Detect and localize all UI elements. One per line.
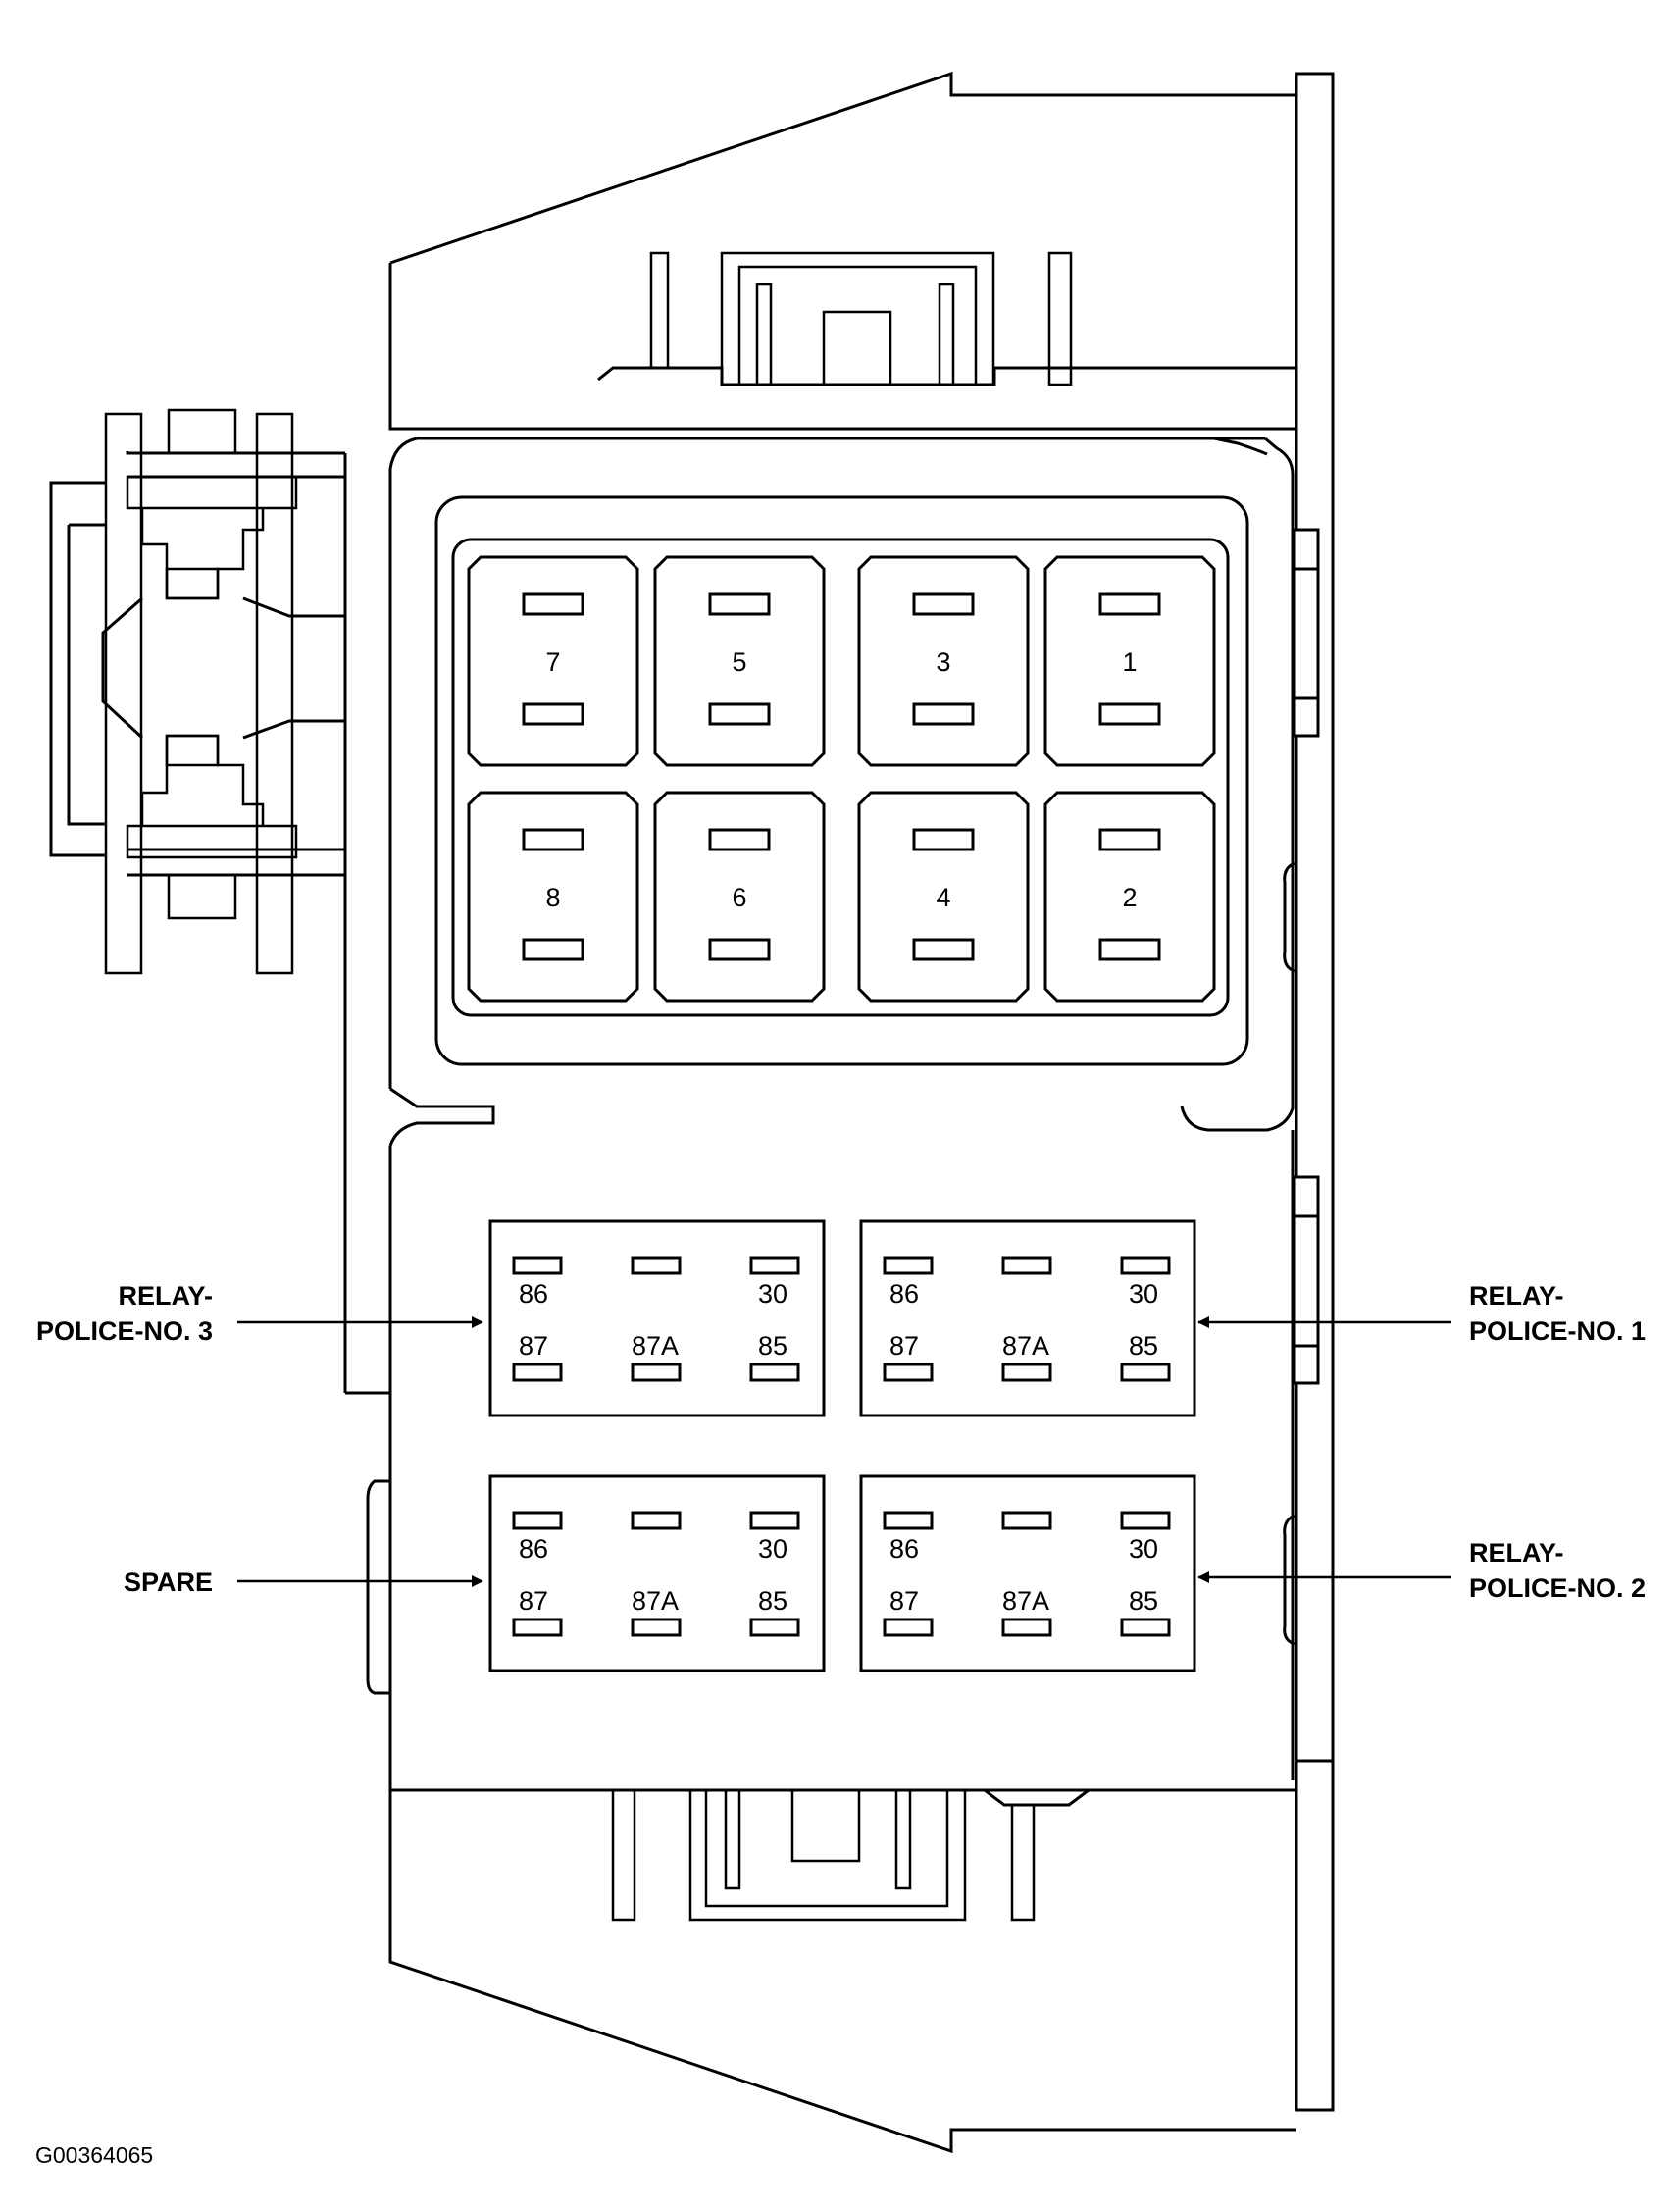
relay-pin-label: 87A [632,1586,679,1616]
fuse-terminal-slot [1098,592,1161,616]
fuse-number-label: 1 [1122,647,1137,677]
relay-pin-label: 85 [1129,1586,1158,1616]
callout-relay-police-3-line2: POLICE-NO. 3 [36,1316,213,1346]
fuse-cavity-4: 4 [857,791,1030,1003]
fuse-cavity-8: 8 [467,791,639,1003]
relay-terminal-slot [883,1511,934,1530]
callout-spare: SPARE [124,1568,483,1597]
fuse-cavity-2: 2 [1043,791,1216,1003]
fuse-cavity-6: 6 [653,791,826,1003]
fuse-cavity-5: 5 [653,555,826,767]
callout-relay-police-3: RELAY- POLICE-NO. 3 [36,1281,483,1346]
fuse-terminal-slot [1098,702,1161,726]
relay-terminal-slot [1001,1256,1052,1275]
fuse-cavity-1: 1 [1043,555,1216,767]
relay-terminal-slot [1001,1363,1052,1382]
fuse-number-label: 2 [1122,883,1137,912]
relay-pin-label: 86 [519,1534,548,1564]
fuse-number-label: 8 [545,883,560,912]
relay-terminal-slot [1120,1363,1171,1382]
upper-housing [388,71,1335,2083]
relay-socket-police-no-3: 86 30 87 87A 85 [488,1219,826,1417]
callout-relay-police-1-line1: RELAY- [1469,1281,1564,1311]
callout-relay-police-2-line2: POLICE-NO. 2 [1469,1573,1646,1603]
relay-pin-label: 30 [758,1534,787,1564]
fuse-number-label: 5 [732,647,746,677]
fuse-terminal-slot [912,702,975,726]
left-clip-assembly [49,408,345,975]
fuse-block: 7 5 3 1 8 6 4 2 [434,495,1249,1066]
relay-pin-label: 87 [889,1586,919,1616]
relay-terminal-slot [749,1511,800,1530]
relay-pin-label: 85 [758,1331,787,1361]
relay-socket-spare: 86 30 87 87A 85 [488,1474,826,1672]
callout-relay-police-1: RELAY- POLICE-NO. 1 [1197,1281,1646,1346]
relay-terminal-slot [1001,1511,1052,1530]
fuse-terminal-slot [522,592,584,616]
relay-socket-police-no-1: 86 30 87 87A 85 [859,1219,1196,1417]
relay-pin-label: 86 [889,1279,919,1309]
relay-terminal-slot [631,1256,682,1275]
relay-terminal-slot [512,1511,563,1530]
relay-pin-label: 86 [889,1534,919,1564]
callout-relay-police-3-line1: RELAY- [118,1281,213,1311]
fuse-terminal-slot [522,938,584,961]
relay-terminal-slot [1120,1618,1171,1637]
callout-relay-police-1-line2: POLICE-NO. 1 [1469,1316,1646,1346]
fuse-terminal-slot [708,702,771,726]
relay-pin-label: 87A [1002,1331,1049,1361]
relay-pin-label: 87 [519,1331,548,1361]
relay-pin-label: 87A [632,1331,679,1361]
relay-terminal-slot [1120,1511,1171,1530]
relay-terminal-slot [883,1618,934,1637]
fuse-terminal-slot [708,828,771,851]
relay-pin-label: 85 [758,1586,787,1616]
callout-relay-police-2: RELAY- POLICE-NO. 2 [1197,1538,1646,1603]
relay-terminal-slot [512,1256,563,1275]
lower-housing [388,1759,1335,2154]
fuse-number-label: 6 [732,883,746,912]
relay-terminal-slot [749,1618,800,1637]
relay-terminal-slot [749,1363,800,1382]
relay-terminal-slot [883,1363,934,1382]
fuse-terminal-slot [522,702,584,726]
fuse-cavity-3: 3 [857,555,1030,767]
fuse-terminal-slot [522,828,584,851]
relay-pin-label: 87 [889,1331,919,1361]
reference-code: G00364065 [35,2142,153,2168]
fuse-terminal-slot [708,938,771,961]
fuse-number-label: 3 [936,647,950,677]
callout-spare-label: SPARE [124,1568,213,1597]
fuse-cavity-7: 7 [467,555,639,767]
relay-socket-police-no-2: 86 30 87 87A 85 [859,1474,1196,1672]
relay-terminal-slot [631,1363,682,1382]
callout-relay-police-2-line1: RELAY- [1469,1538,1564,1568]
fuse-terminal-slot [912,828,975,851]
fuse-terminal-slot [912,938,975,961]
relay-terminal-slot [1120,1256,1171,1275]
relay-pin-label: 30 [1129,1279,1158,1309]
relay-pin-label: 85 [1129,1331,1158,1361]
relay-terminal-slot [883,1256,934,1275]
fuse-terminal-slot [1098,938,1161,961]
relay-pin-label: 87A [1002,1586,1049,1616]
relay-terminal-slot [512,1618,563,1637]
relay-pin-label: 30 [758,1279,787,1309]
relay-terminal-slot [631,1618,682,1637]
relay-pin-label: 86 [519,1279,548,1309]
relay-terminal-slot [1001,1618,1052,1637]
relay-terminal-slot [749,1256,800,1275]
fuse-number-label: 7 [545,647,560,677]
fuse-terminal-slot [912,592,975,616]
main-body [343,437,1320,1780]
relay-terminal-slot [631,1511,682,1530]
fuse-number-label: 4 [936,883,950,912]
relay-terminal-slot [512,1363,563,1382]
relay-pin-label: 30 [1129,1534,1158,1564]
fuse-terminal-slot [708,592,771,616]
fuse-terminal-slot [1098,828,1161,851]
relay-pin-label: 87 [519,1586,548,1616]
